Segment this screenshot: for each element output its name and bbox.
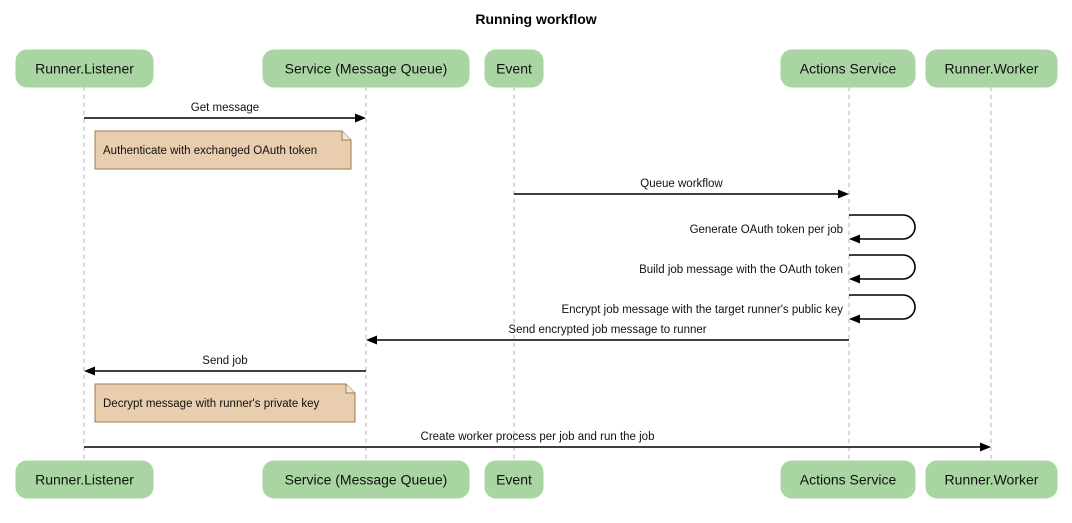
participant-label-actions-service: Actions Service xyxy=(800,472,897,488)
participants-top-group: Runner.Listener Service (Message Queue) Ev… xyxy=(15,49,1058,88)
message-line-build-job-message xyxy=(849,254,916,280)
participant-service-message-queue-top[interactable]: Service (Message Queue) xyxy=(262,49,470,88)
participant-event-bottom[interactable]: Event xyxy=(484,460,544,499)
participant-box-service-message-queue xyxy=(262,49,470,88)
message-arrowhead-create-worker-process xyxy=(980,442,991,452)
message-label-queue-workflow: Queue workflow xyxy=(640,178,723,190)
message-arrowhead-queue-workflow xyxy=(838,189,849,199)
message-label-create-worker-process: Create worker process per job and run th… xyxy=(421,431,655,443)
message-send-job: Send job xyxy=(84,355,366,376)
message-build-job-message: Build job message with the OAuth token xyxy=(639,254,916,284)
participant-runner-listener-top[interactable]: Runner.Listener xyxy=(15,49,154,88)
participant-actions-service-top[interactable]: Actions Service xyxy=(780,49,916,88)
page-title: Running workflow xyxy=(475,11,596,27)
participant-box-runner-listener xyxy=(15,49,154,88)
message-label-send-encrypted-job-message: Send encrypted job message to runner xyxy=(508,324,706,336)
notes-group: Authenticate with exchanged OAuth tokenD… xyxy=(94,130,356,423)
message-get-message: Get message xyxy=(84,102,366,123)
participant-label-event: Event xyxy=(496,61,532,77)
message-encrypt-job-message: Encrypt job message with the target runn… xyxy=(561,294,916,324)
participant-label-runner-worker: Runner.Worker xyxy=(945,61,1039,77)
participant-runner-worker-bottom[interactable]: Runner.Worker xyxy=(925,460,1058,499)
message-label-send-job: Send job xyxy=(202,355,247,367)
message-generate-oauth-token-per-job: Generate OAuth token per job xyxy=(690,214,916,244)
note-authenticate-fold xyxy=(341,131,351,141)
message-arrowhead-get-message xyxy=(355,113,366,123)
participant-label-service-message-queue: Service (Message Queue) xyxy=(285,61,448,77)
message-label-encrypt-job-message: Encrypt job message with the target runn… xyxy=(561,304,843,316)
message-queue-workflow: Queue workflow xyxy=(514,178,849,199)
participant-box-service-message-queue xyxy=(262,460,470,499)
note-decrypt: Decrypt message with runner's private ke… xyxy=(94,383,356,423)
note-decrypt-fold xyxy=(345,384,355,394)
participant-label-runner-listener: Runner.Listener xyxy=(35,472,134,488)
note-decrypt-body xyxy=(94,383,356,423)
message-arrowhead-send-job xyxy=(84,366,95,376)
message-arrowhead-build-job-message xyxy=(849,274,860,284)
participant-box-runner-worker xyxy=(925,460,1058,499)
participant-box-event xyxy=(484,49,544,88)
participant-runner-worker-top[interactable]: Runner.Worker xyxy=(925,49,1058,88)
participant-box-actions-service xyxy=(780,460,916,499)
participant-event-top[interactable]: Event xyxy=(484,49,544,88)
note-authenticate: Authenticate with exchanged OAuth token xyxy=(94,130,352,170)
participant-box-runner-listener xyxy=(15,460,154,499)
message-arrowhead-generate-oauth-token-per-job xyxy=(849,234,860,244)
message-label-build-job-message: Build job message with the OAuth token xyxy=(639,264,843,276)
lifelines-group xyxy=(83,87,992,461)
participant-label-runner-worker: Runner.Worker xyxy=(945,472,1039,488)
message-create-worker-process: Create worker process per job and run th… xyxy=(84,431,991,452)
participant-actions-service-bottom[interactable]: Actions Service xyxy=(780,460,916,499)
message-arrowhead-encrypt-job-message xyxy=(849,314,860,324)
participant-label-actions-service: Actions Service xyxy=(800,61,897,77)
message-send-encrypted-job-message: Send encrypted job message to runner xyxy=(366,324,849,345)
participant-box-event xyxy=(484,460,544,499)
message-label-get-message: Get message xyxy=(191,102,259,114)
message-arrowhead-send-encrypted-job-message xyxy=(366,335,377,345)
note-authenticate-body xyxy=(94,130,352,170)
message-line-generate-oauth-token-per-job xyxy=(849,214,916,240)
note-decrypt-label: Decrypt message with runner's private ke… xyxy=(103,398,320,410)
participant-service-message-queue-bottom[interactable]: Service (Message Queue) xyxy=(262,460,470,499)
participant-label-service-message-queue: Service (Message Queue) xyxy=(285,472,448,488)
participant-runner-listener-bottom[interactable]: Runner.Listener xyxy=(15,460,154,499)
note-authenticate-label: Authenticate with exchanged OAuth token xyxy=(103,145,317,157)
participant-box-actions-service xyxy=(780,49,916,88)
participant-label-runner-listener: Runner.Listener xyxy=(35,61,134,77)
participants-bottom-group: Runner.Listener Service (Message Queue) Ev… xyxy=(15,460,1058,499)
message-label-generate-oauth-token-per-job: Generate OAuth token per job xyxy=(690,224,843,236)
participant-label-event: Event xyxy=(496,472,532,488)
message-line-encrypt-job-message xyxy=(849,294,916,320)
participant-box-runner-worker xyxy=(925,49,1058,88)
